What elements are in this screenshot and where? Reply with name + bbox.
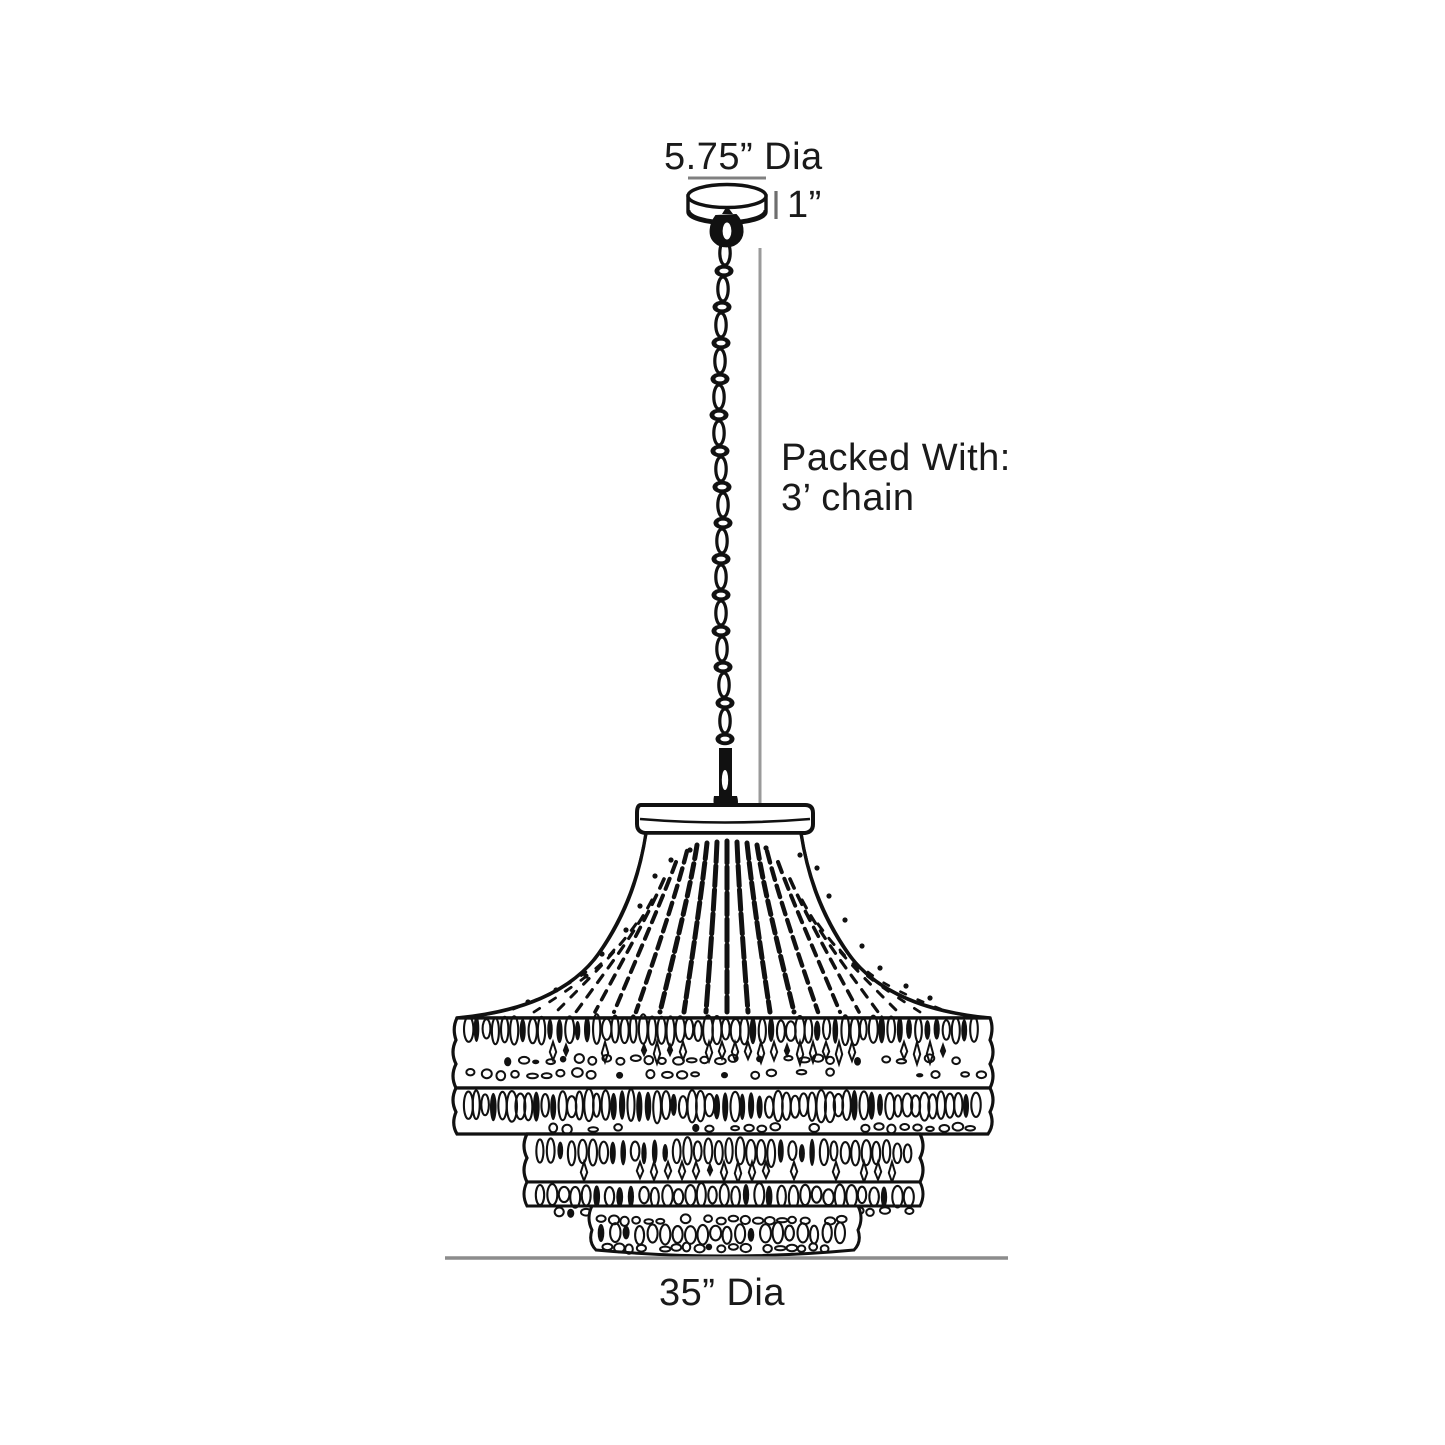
fixture-diameter-label: 35” Dia — [659, 1272, 785, 1314]
beaded-tier-5 — [587, 1204, 863, 1258]
beaded-tier-1 — [451, 1013, 995, 1090]
canopy-height-label: 1” — [787, 184, 822, 226]
packed-with-label: Packed With: — [781, 437, 1011, 479]
shade-dome — [455, 831, 992, 1020]
shade-top-cap — [635, 803, 815, 835]
canopy-diameter-label: 5.75” Dia — [664, 136, 823, 178]
beaded-tier-2 — [451, 1086, 995, 1136]
beaded-tier-4 — [522, 1180, 925, 1218]
beaded-tier-3 — [522, 1132, 925, 1186]
dome-bead-strands — [504, 838, 950, 1015]
chain — [709, 239, 735, 746]
packed-with-value: 3’ chain — [781, 477, 915, 519]
